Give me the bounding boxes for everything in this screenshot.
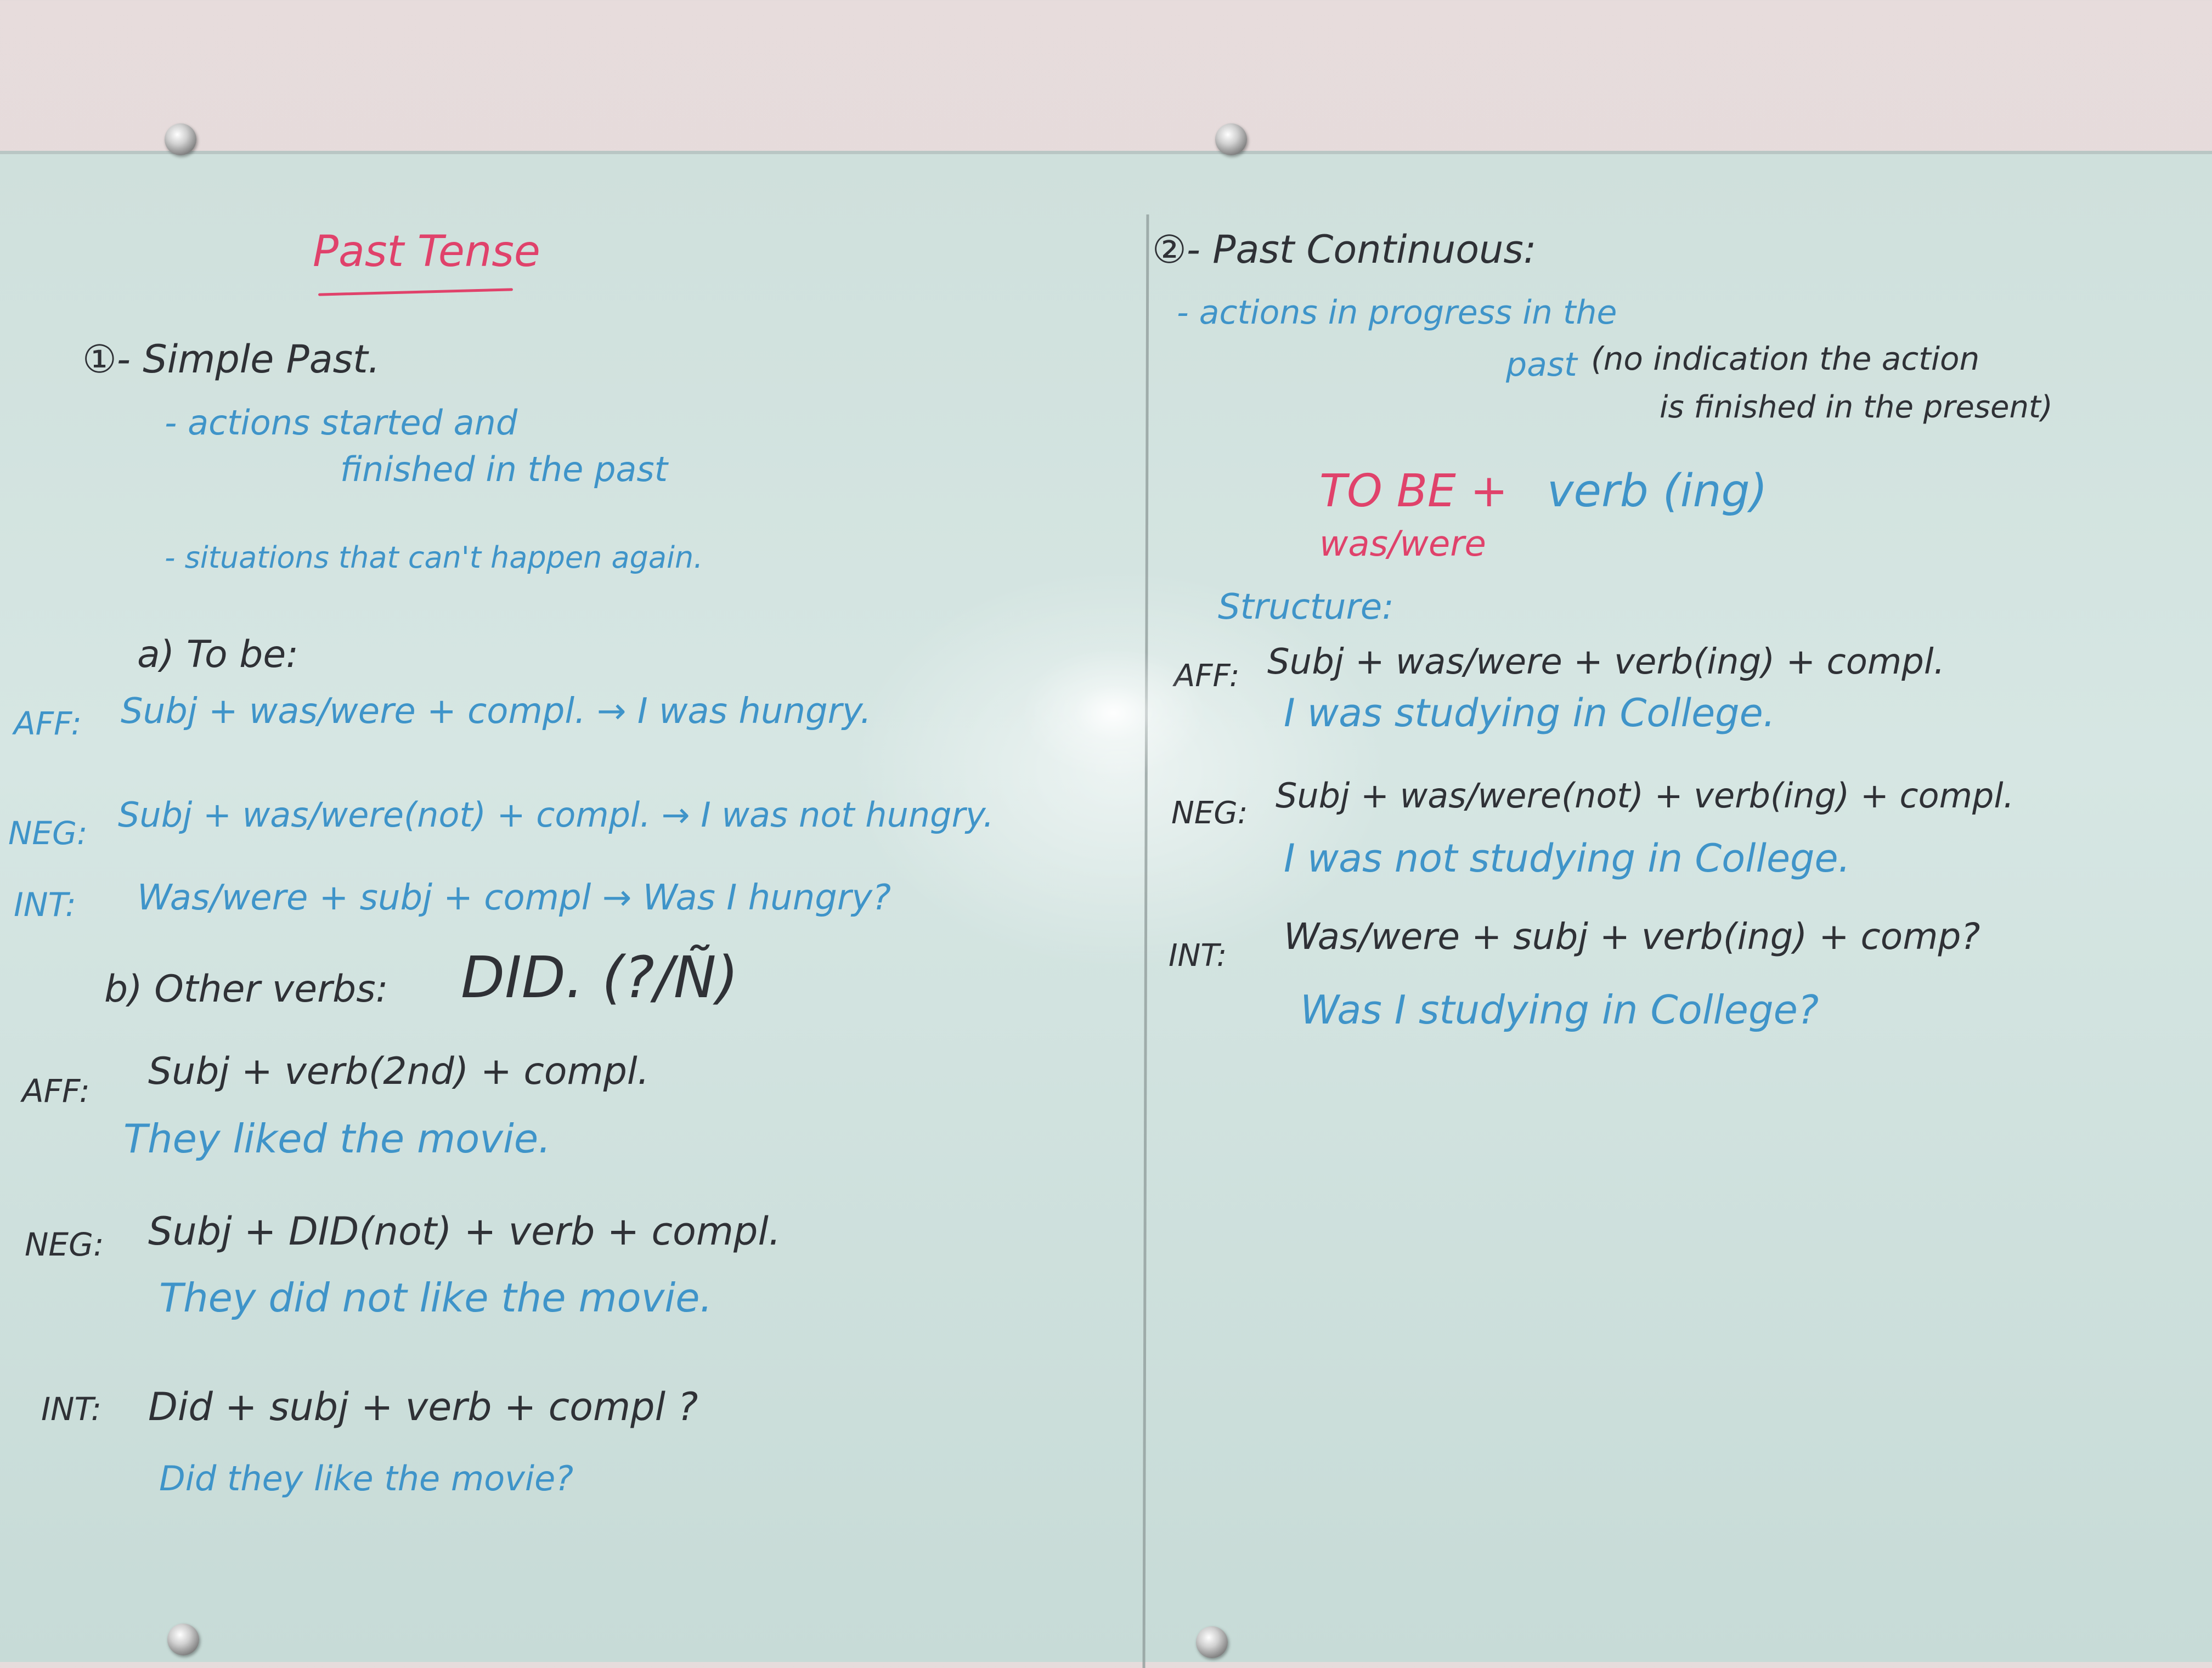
mounting-screw-icon — [1196, 1626, 1228, 1658]
section-2-label: ②- Past Continuous: — [1152, 227, 1537, 272]
other-aff-example: They liked the movie. — [123, 1116, 551, 1162]
section-2-use-line: (no indication the action — [1591, 340, 1980, 377]
other-int-example: Did they like the movie? — [159, 1458, 574, 1499]
other-int-tag: INT: — [41, 1390, 102, 1428]
to-be-aff-tag: AFF: — [14, 705, 82, 742]
section-2-use-line: is finished in the present) — [1660, 389, 2053, 425]
other-neg-tag: NEG: — [25, 1226, 104, 1263]
subsection-b-label: b) Other verbs: — [104, 968, 388, 1011]
cont-neg-tag: NEG: — [1171, 795, 1248, 831]
structure-label: Structure: — [1218, 587, 1394, 627]
section-2-use-line: past — [1506, 346, 1577, 384]
board-title: Past Tense — [313, 227, 540, 276]
section-1-use-line: - situations that can't happen again. — [165, 540, 703, 575]
other-aff-formula: Subj + verb(2nd) + compl. — [148, 1050, 650, 1093]
cont-int-tag: INT: — [1169, 938, 1227, 974]
cont-neg-formula: Subj + was/were(not) + verb(ing) + compl… — [1276, 776, 2015, 816]
cont-int-formula: Was/were + subj + verb(ing) + comp? — [1284, 915, 1980, 958]
section-1-use-line: finished in the past — [340, 449, 668, 489]
subsection-a-label: a) To be: — [137, 633, 299, 676]
subsection-b-marker: DID. (?/Ñ) — [461, 944, 739, 1011]
section-1-use-line: - actions started and — [165, 403, 518, 443]
mounting-screw-icon — [165, 123, 196, 155]
other-neg-formula: Subj + DID(not) + verb + compl. — [148, 1209, 781, 1254]
mounting-screw-icon — [1215, 123, 1247, 155]
to-be-neg-formula: Subj + was/were(not) + compl. → I was no… — [118, 795, 994, 835]
cont-aff-tag: AFF: — [1174, 658, 1240, 694]
other-aff-tag: AFF: — [22, 1072, 90, 1110]
formula-to-be: TO BE + — [1319, 465, 1508, 517]
formula-verb-ing: verb (ing) — [1547, 465, 1768, 517]
whiteboard — [0, 151, 2212, 1668]
to-be-aff-formula: Subj + was/were + compl. → I was hungry. — [121, 691, 872, 732]
section-2-use-line: - actions in progress in the — [1177, 293, 1617, 332]
to-be-int-formula: Was/were + subj + compl → Was I hungry? — [137, 878, 891, 918]
other-int-formula: Did + subj + verb + compl ? — [148, 1384, 698, 1429]
cont-neg-example: I was not studying in College. — [1284, 836, 1850, 881]
cont-aff-example: I was studying in College. — [1284, 691, 1775, 736]
to-be-int-tag: INT: — [14, 886, 76, 924]
to-be-neg-tag: NEG: — [8, 815, 88, 852]
section-1-label: ①- Simple Past. — [82, 337, 380, 382]
mounting-screw-icon — [167, 1624, 199, 1655]
was-were-note: was/were — [1319, 524, 1486, 564]
board-divider-line — [1142, 214, 1149, 1668]
other-neg-example: They did not like the movie. — [159, 1275, 713, 1321]
cont-aff-formula: Subj + was/were + verb(ing) + compl. — [1267, 642, 1945, 682]
cont-int-example: Was I studying in College? — [1300, 987, 1819, 1033]
